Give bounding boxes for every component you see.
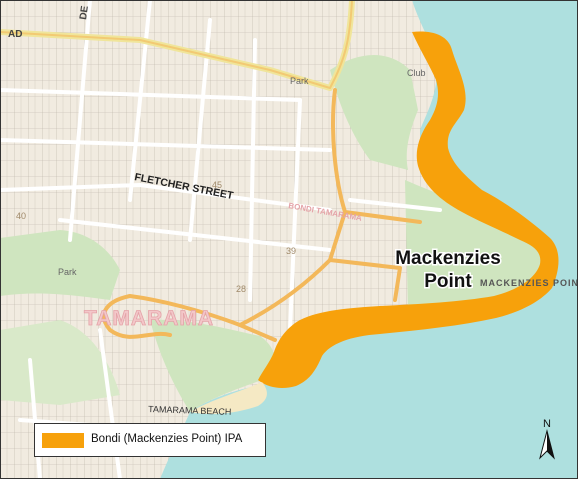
legend-label-ipa: Bondi (Mackenzies Point) IPA [91,433,243,445]
north-letter: N [543,418,551,430]
tamarama-beach-label: TAMARAMA BEACH [148,404,232,417]
legend-swatch-ipa [42,433,84,448]
park-west [0,230,120,300]
callout-line-2: Point [424,271,472,292]
street-number-28: 28 [236,284,246,294]
park-tamarama [150,319,275,412]
mackenzies-point-map-label: MACKENZIES POINT [480,278,578,288]
map-legend: Bondi (Mackenzies Point) IPA [34,423,266,457]
mackenzies-point-callout: Mackenzies Point [394,247,503,294]
road-label-de: DE [78,5,91,21]
tamarama-label: TAMARAMA [84,307,214,330]
tamarama-beach [190,382,267,414]
street-number-39: 39 [286,246,296,256]
park-mackenzies [405,180,542,314]
park-north [330,55,418,170]
street-number-45: 45 [212,180,222,190]
park-label-north: Park [290,76,309,86]
callout-line-1: Mackenzies [395,248,501,269]
major-roads [0,0,422,342]
ipa-zone [258,31,559,389]
road-label-ad: AD [8,29,22,40]
north-arrow: N [539,418,555,460]
park-label-west: Park [58,267,77,277]
street-number-40: 40 [16,211,26,221]
club-label: Club [407,68,426,78]
